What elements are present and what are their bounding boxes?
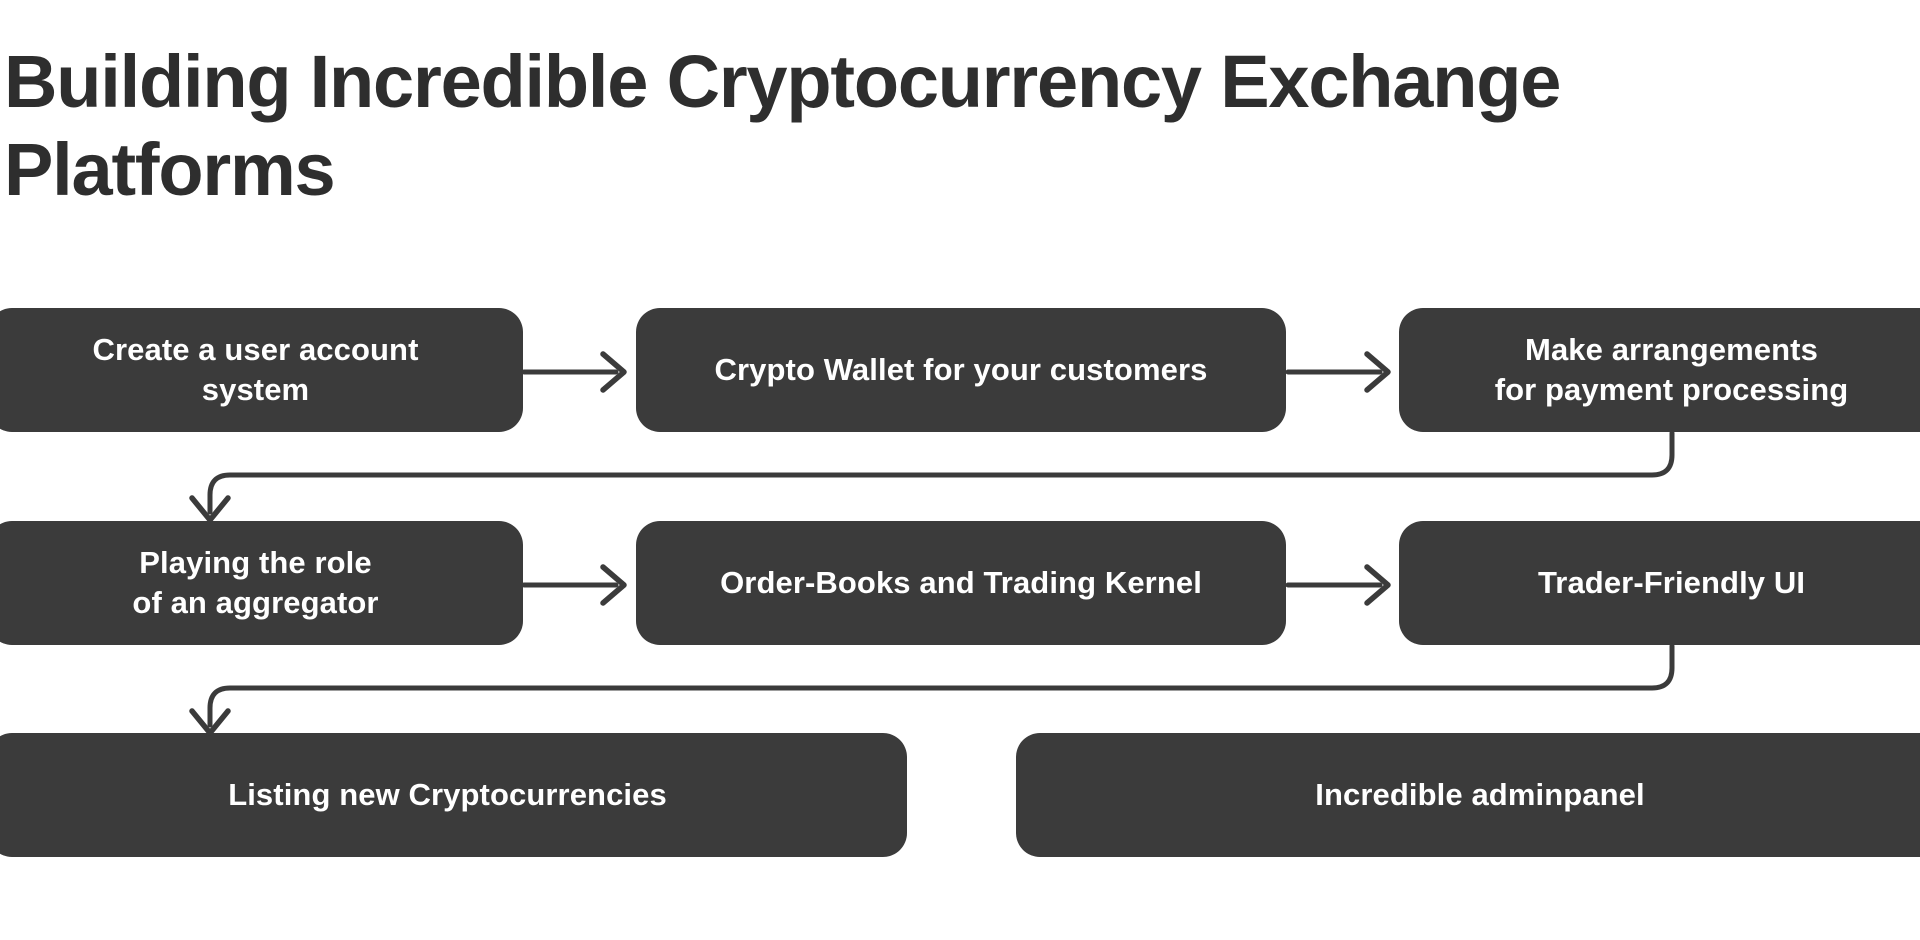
flow-box-label: Crypto Wallet for your customers bbox=[714, 352, 1208, 387]
arrow-create-to-wallet-icon bbox=[521, 351, 627, 393]
flow-box-label: Order-Books and Trading Kernel bbox=[720, 565, 1202, 600]
flow-box-label: Make arrangements for payment processing bbox=[1494, 332, 1849, 407]
arrow-wallet-to-payment-icon bbox=[1285, 351, 1391, 393]
flow-box-trader-friendly-ui[interactable]: Trader-Friendly UI bbox=[1399, 521, 1920, 645]
arrow-aggregator-to-orderbooks-icon bbox=[521, 564, 627, 606]
flow-box-order-books-trading-kernel[interactable]: Order-Books and Trading Kernel bbox=[636, 521, 1286, 645]
flow-box-label: Incredible adminpanel bbox=[1315, 777, 1645, 812]
flow-box-crypto-wallet-for-customers[interactable]: Crypto Wallet for your customers bbox=[636, 308, 1286, 432]
elbow-payment-to-aggregator-icon bbox=[189, 430, 1675, 523]
flow-box-payment-processing-arrangements[interactable]: Make arrangements for payment processing bbox=[1399, 308, 1920, 432]
flow-box-label: Listing new Cryptocurrencies bbox=[228, 777, 667, 812]
flow-box-label: Trader-Friendly UI bbox=[1537, 565, 1806, 600]
arrow-orderbooks-to-traderui-icon bbox=[1285, 564, 1391, 606]
flow-box-label: Playing the role of an aggregator bbox=[132, 545, 379, 620]
flow-box-create-user-account-system[interactable]: Create a user account system bbox=[0, 308, 523, 432]
flow-box-label: Create a user account system bbox=[92, 332, 419, 407]
flow-box-incredible-adminpanel[interactable]: Incredible adminpanel bbox=[1016, 733, 1920, 857]
flow-box-listing-new-cryptocurrencies[interactable]: Listing new Cryptocurrencies bbox=[0, 733, 907, 857]
flow-box-aggregator-role[interactable]: Playing the role of an aggregator bbox=[0, 521, 523, 645]
page-title: Building Incredible Cryptocurrency Excha… bbox=[4, 40, 1561, 211]
elbow-traderui-to-listing-icon bbox=[189, 643, 1675, 736]
